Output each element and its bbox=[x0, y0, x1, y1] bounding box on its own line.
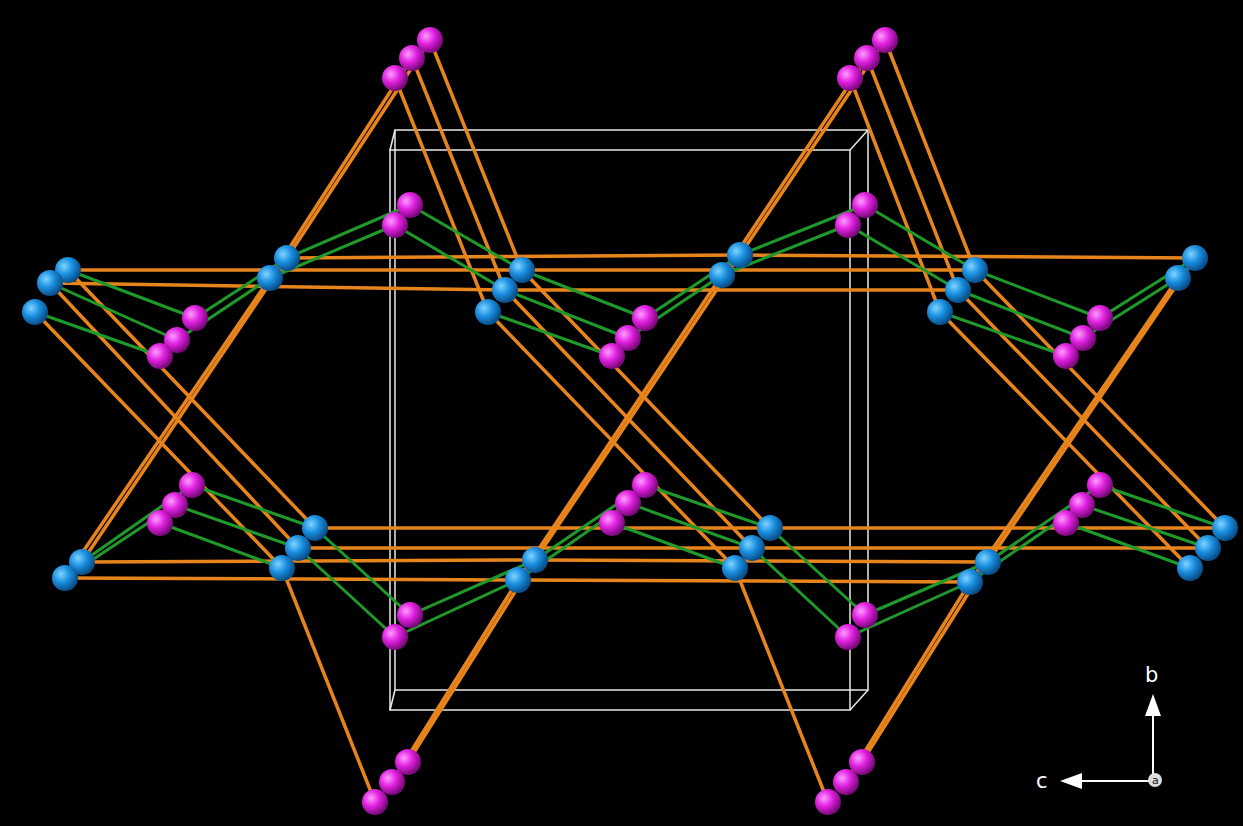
green-bonds bbox=[35, 205, 1225, 637]
axis-label: c bbox=[1036, 771, 1048, 792]
blue-atoms bbox=[22, 242, 1238, 595]
magenta-atoms bbox=[147, 27, 1113, 815]
axis-label: b bbox=[1145, 665, 1158, 686]
unit-cell bbox=[390, 130, 868, 710]
axis-triad bbox=[1060, 694, 1162, 789]
axis-label: a bbox=[1152, 775, 1159, 786]
orange-bonds bbox=[35, 40, 1225, 802]
